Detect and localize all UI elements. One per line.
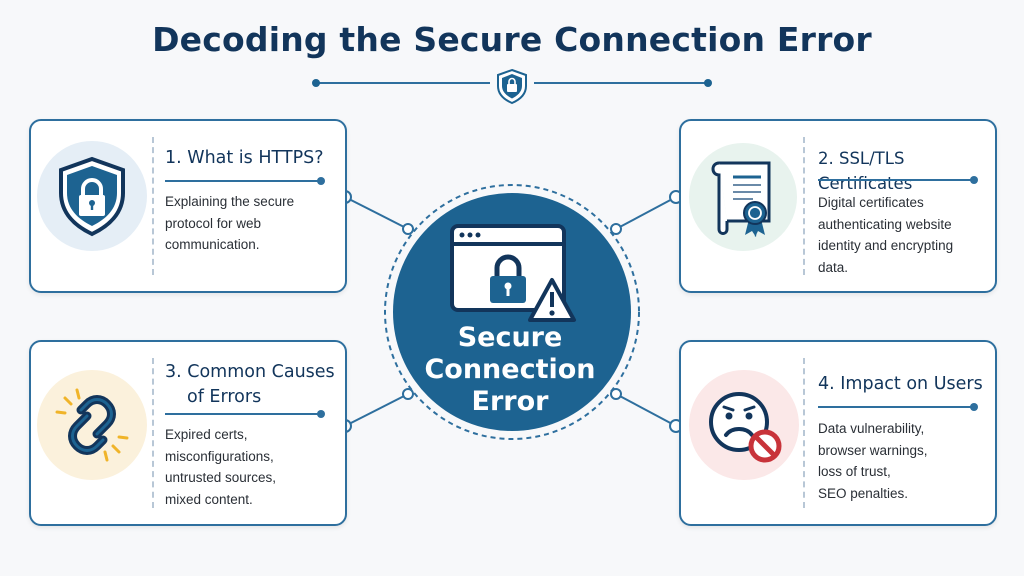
card-body-line: authenticating website [818,216,952,232]
card-divider [152,358,154,508]
connector-dot [402,223,414,235]
card-body: Explaining the secure protocol for web c… [165,191,335,256]
card-body-line: Digital certificates [818,195,924,210]
card-body-line: protocol for web [165,215,262,231]
icon-badge [37,370,147,480]
certificate-icon [711,161,771,237]
icon-badge [689,370,799,480]
card-body-line: Data vulnerability, [818,421,925,436]
card-title-rule [818,403,978,411]
center-label-line: Secure [457,322,563,353]
center-label-line: Error [471,386,549,417]
card-body: Data vulnerability, browser warnings, lo… [818,418,988,504]
card-title-line: 3. Common Causes [165,362,335,382]
card-what-is-https: 1. What is HTTPS? Explaining the secure … [29,119,347,293]
center-label: Secure Connection Error [390,322,630,418]
card-body: Digital certificates authenticating webs… [818,192,988,278]
warning-triangle-icon [528,278,576,322]
card-body-line: identity and encrypting [818,238,954,253]
connector-dot [610,223,622,235]
browser-lock-icon [450,224,566,312]
card-title-line: of Errors [187,387,262,407]
card-title: 2. SSL/TLS Certificates [818,149,913,193]
center-hub [384,184,640,440]
center-label-line: Connection [424,354,596,385]
card-body-line: Expired certs, [165,427,248,442]
card-body-line: misconfigurations, [165,448,274,464]
card-body-line: mixed content. [165,491,253,507]
page-title: Decoding the Secure Connection Error [152,20,872,59]
card-title-rule [165,177,325,185]
card-impact-on-users: 4. Impact on Users Data vulnerability, b… [679,340,997,526]
card-title-rule [165,410,325,418]
card-body-line: data. [818,259,849,275]
icon-badge [37,141,147,251]
card-body-line: SEO penalties. [818,485,909,501]
card-ssl-tls-certificates: 2. SSL/TLS Certificates Digital certific… [679,119,997,293]
card-divider [803,358,805,508]
shield-lock-icon [59,156,125,237]
icon-badge [689,143,797,251]
small-shield-lock-icon [497,68,527,105]
card-body: Expired certs, misconfigurations, untrus… [165,424,335,510]
connector-dot [610,388,622,400]
card-divider [803,137,805,275]
prohibited-icon [748,429,782,463]
broken-chain-icon [55,388,129,462]
title-ornament [312,68,712,105]
card-title: 4. Impact on Users [818,374,983,394]
card-title-rule [818,176,978,184]
sad-face-icon [709,392,782,463]
card-title: 3. Common Causes of Errors [165,360,335,410]
card-body-line: browser warnings, [818,442,928,458]
connector-dot [402,388,414,400]
card-divider [152,137,154,275]
card-title: 1. What is HTTPS? [165,148,324,168]
card-body-line: Explaining the secure [165,194,295,209]
card-body-line: communication. [165,237,260,252]
card-body-line: untrusted sources, [165,470,277,485]
card-common-causes: 3. Common Causes of Errors Expired certs… [29,340,347,526]
card-body-line: loss of trust, [818,464,891,479]
